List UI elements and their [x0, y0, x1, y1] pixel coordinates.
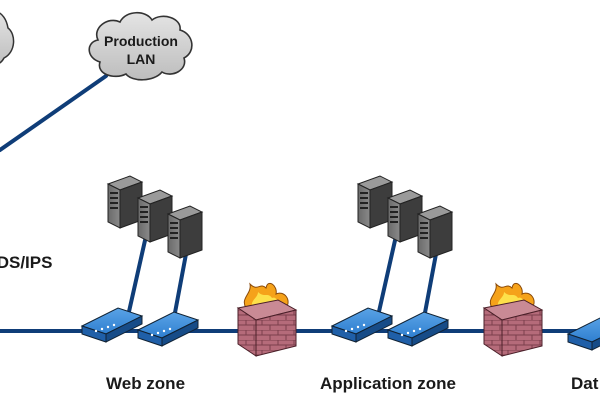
zone-label-database-partial: Dat: [571, 374, 599, 393]
server-icon: [136, 189, 174, 243]
switch-icon: [386, 311, 450, 347]
cloud-icon-partial: [0, 12, 15, 64]
switch-icon-partial: [566, 317, 600, 351]
server-icon: [106, 175, 144, 229]
cloud-icon: [88, 11, 193, 81]
web-server-link-2: [172, 252, 188, 320]
server-icon: [166, 205, 204, 259]
zone-label-application: Application zone: [320, 374, 456, 393]
switch-icon: [330, 307, 394, 343]
switch-group: [80, 307, 600, 351]
app-server-link-1: [376, 234, 398, 318]
zone-label-web: Web zone: [106, 374, 186, 393]
web-server-link-1: [126, 234, 148, 318]
ids-ips-label: IDS/IPS: [0, 253, 53, 272]
wan-uplink: [0, 74, 108, 152]
cloud-label-line1: Production: [104, 33, 178, 49]
server-icon: [386, 189, 424, 243]
server-icon: [416, 205, 454, 259]
firewall-icon: [236, 282, 298, 357]
switch-icon: [136, 311, 200, 347]
server-icon: [356, 175, 394, 229]
production-lan-label: Production LAN: [96, 32, 186, 68]
cloud-label-line2: LAN: [126, 51, 156, 67]
web-server-group: [106, 175, 204, 259]
app-server-link-2: [422, 252, 438, 320]
switch-icon: [80, 307, 144, 343]
app-server-group: [356, 175, 454, 259]
firewall-icon: [482, 282, 544, 357]
